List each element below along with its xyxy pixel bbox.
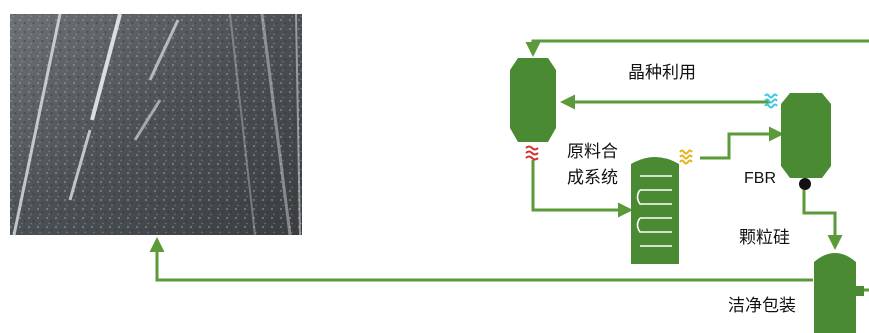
fbr-reactor [781,93,831,190]
seed-vessel [510,58,556,142]
flow-lines [149,39,869,292]
label-fbr: FBR [744,170,776,187]
label-seed-reuse: 晶种利用 [628,63,696,83]
heater-coil-icon [525,145,539,161]
product-return-line [149,237,813,282]
label-feedstock-line1: 原料合 [567,142,618,162]
label-granular-silicon: 颗粒硅 [739,228,790,248]
packaging-vessel [814,253,864,333]
label-cleaning-packaging: 洁净包装 [728,296,796,316]
feedstock-column [631,157,679,264]
heater-coil-icon [764,93,778,109]
top-recycle-line [525,39,869,57]
feed-to-fbr-line [700,126,784,160]
label-feedstock-line2: 成系统 [567,168,618,188]
fbr-to-packaging-line [802,190,843,250]
heater-coil-icon [679,149,693,165]
granular-silicon-photo [10,13,302,236]
seed-to-feed-line [531,160,633,218]
valve-node-icon [799,178,811,190]
